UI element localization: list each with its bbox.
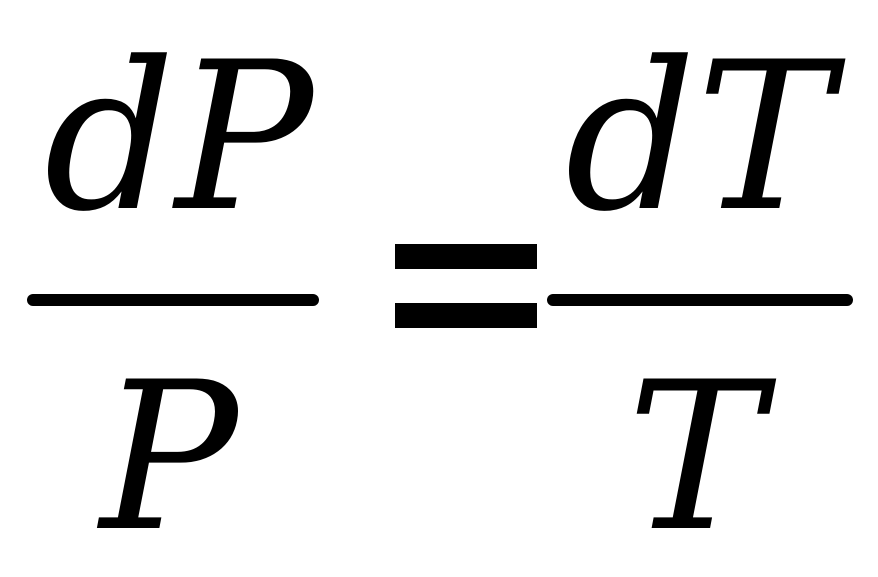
equals-bottom-line	[395, 303, 537, 328]
left-fraction-bar	[27, 294, 319, 306]
equals-top-line	[395, 244, 537, 269]
right-numerator: dT	[565, 19, 833, 257]
left-numerator: dP	[44, 19, 314, 257]
left-denominator: P	[100, 339, 238, 577]
equals-sign	[395, 244, 537, 328]
right-denominator: T	[627, 339, 764, 577]
right-fraction-bar	[547, 294, 853, 306]
